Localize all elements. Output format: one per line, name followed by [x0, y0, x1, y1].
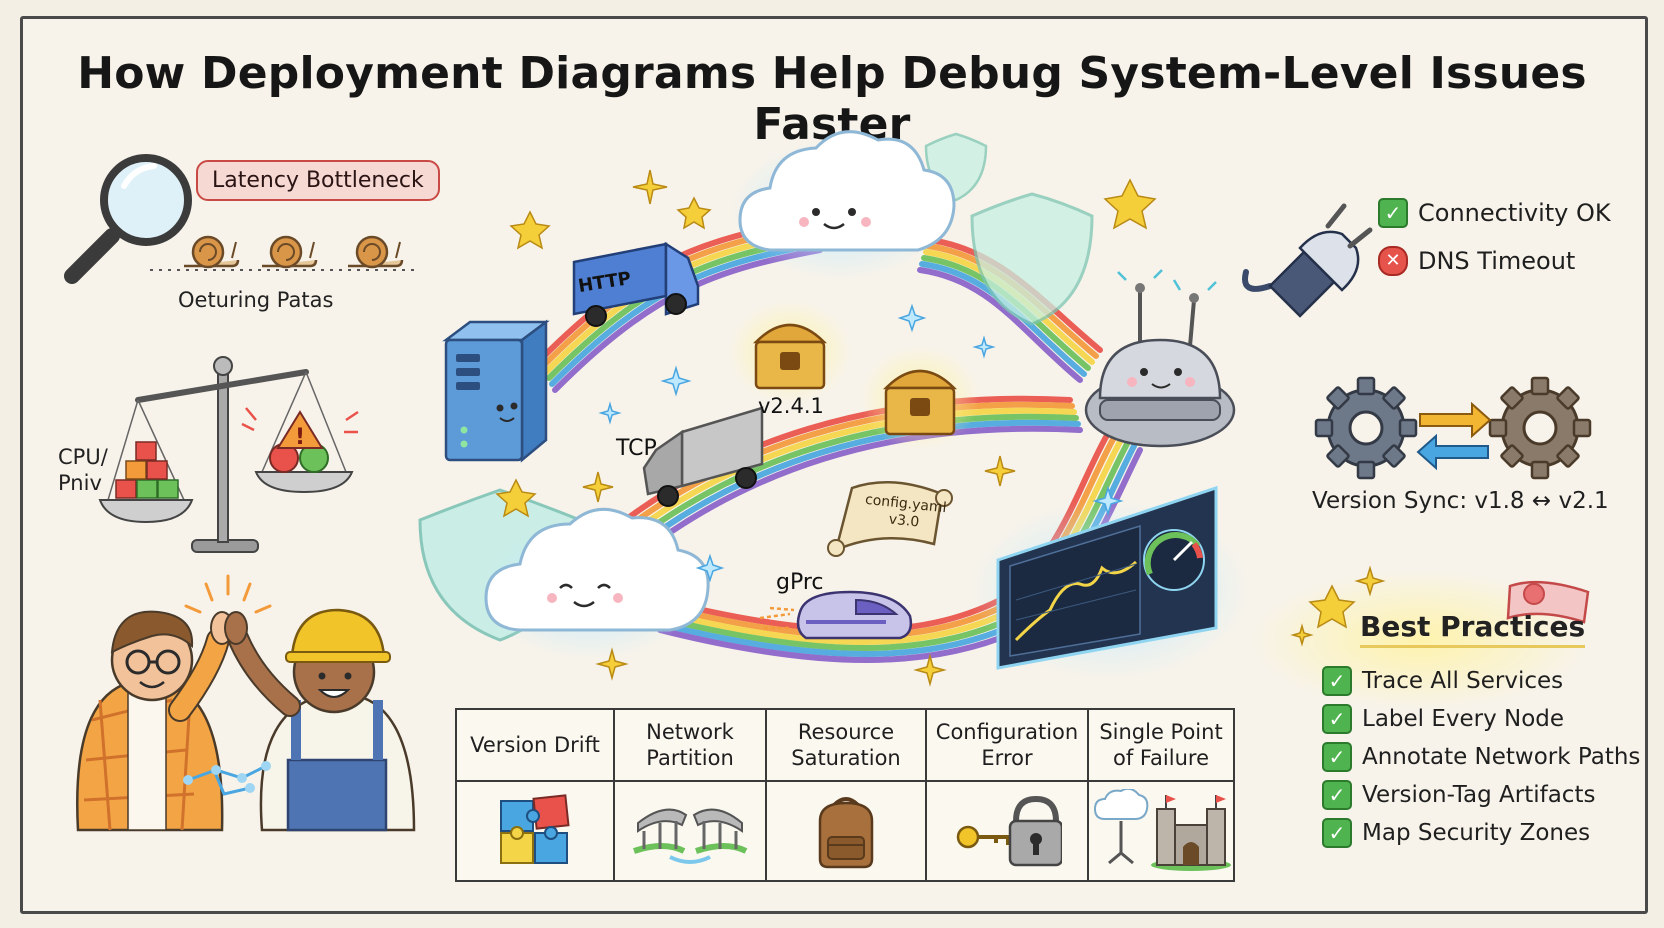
- plug-icon: [1242, 203, 1373, 318]
- server-node: [442, 319, 550, 463]
- sparkle-decorations: [598, 303, 1124, 583]
- header-text: Resource Saturation: [791, 720, 901, 770]
- puzzle-icon: [500, 794, 570, 864]
- treasure-chest-icon: [860, 346, 980, 450]
- list-item-text: Trace All Services: [1362, 668, 1564, 694]
- header-version-drift: Version Drift: [455, 708, 615, 782]
- header-network-partition: Network Partition: [613, 708, 767, 782]
- sparkle-decorations: [495, 169, 1157, 687]
- list-item: ✓ Map Security Zones: [1322, 814, 1640, 852]
- table-header-row: Version Drift Network Partition Resource…: [455, 708, 1235, 782]
- cpu-label: CPU/ Pniv: [58, 445, 108, 495]
- header-text: Network Partition: [646, 720, 734, 770]
- connectivity-ok-text: Connectivity OK: [1418, 199, 1611, 227]
- svg-text:!: !: [295, 425, 305, 450]
- sync-arrows-icon: [1416, 401, 1492, 471]
- cell-single-point-of-failure: [1087, 780, 1235, 882]
- error-x-icon: ✕: [1378, 246, 1408, 276]
- cloud-node-top: [730, 130, 956, 280]
- check-icon: ✓: [1322, 666, 1352, 696]
- version-label: v2.4.1: [758, 394, 824, 418]
- check-icon: ✓: [1322, 742, 1352, 772]
- header-text: Version Drift: [470, 733, 600, 757]
- header-configuration-error: Configuration Error: [925, 708, 1089, 782]
- latency-bottleneck-bubble: Latency Bottleneck: [196, 160, 440, 201]
- list-item-text: Label Every Node: [1362, 706, 1565, 732]
- table-row: [455, 780, 1235, 882]
- backpack-icon: [818, 797, 874, 869]
- rainbow-path-middle: [597, 395, 1083, 573]
- config-scroll-icon: [827, 480, 953, 557]
- list-item: ✓ Label Every Node: [1322, 700, 1640, 738]
- dns-timeout-text: DNS Timeout: [1418, 247, 1576, 275]
- gear-icon: [1488, 376, 1592, 480]
- cloud-castle-icon: [1093, 789, 1231, 871]
- cell-resource-saturation: [765, 780, 927, 882]
- list-item-text: Version-Tag Artifacts: [1362, 782, 1596, 808]
- check-icon: ✓: [1322, 780, 1352, 810]
- list-item: ✓ Trace All Services: [1322, 662, 1640, 700]
- cell-version-drift: [455, 780, 615, 882]
- best-practices-title: Best Practices: [1360, 610, 1586, 648]
- grpc-train-icon: [759, 590, 913, 640]
- security-shield-icon: [970, 192, 1094, 326]
- team-high-five-illustration: [76, 574, 416, 832]
- check-icon: ✓: [1378, 198, 1408, 228]
- http-truck-icon: [572, 241, 700, 327]
- cell-network-partition: [613, 780, 767, 882]
- dns-status: ✕ DNS Timeout: [1378, 246, 1575, 276]
- check-icon: ✓: [1322, 704, 1352, 734]
- connectivity-status: ✓ Connectivity OK: [1378, 198, 1611, 228]
- monitoring-dashboard-icon: [970, 485, 1250, 680]
- check-icon: ✓: [1322, 818, 1352, 848]
- balance-scale-icon: !: [98, 356, 359, 553]
- snail-icon: [150, 235, 420, 271]
- list-item-text: Map Security Zones: [1362, 820, 1591, 846]
- header-single-point-of-failure: Single Point of Failure: [1087, 708, 1235, 782]
- caption-text: Oeturing Patas: [178, 288, 334, 312]
- best-practices-list: ✓ Trace All Services ✓ Label Every Node ✓ A…: [1322, 662, 1640, 852]
- header-text: Configuration Error: [935, 720, 1079, 770]
- issues-table: Version Drift Network Partition Resource…: [455, 708, 1235, 882]
- cloud-node-bottom: [480, 507, 710, 660]
- lock-and-key-icon: [956, 795, 1062, 867]
- version-sync-text: Version Sync: v1.8 ↔ v2.1: [1312, 488, 1609, 514]
- header-resource-saturation: Resource Saturation: [765, 708, 927, 782]
- tcp-label: TCP: [616, 436, 657, 461]
- header-text: Single Point of Failure: [1099, 720, 1223, 770]
- tcp-truck-icon: [642, 406, 764, 507]
- router-robot-node: [1084, 269, 1236, 448]
- magnifier-icon: [64, 154, 192, 284]
- list-item: ✓ Annotate Network Paths: [1322, 738, 1640, 776]
- stamp-seal-icon: [1506, 580, 1590, 624]
- gear-icon: [1314, 376, 1418, 480]
- list-item: ✓ Version-Tag Artifacts: [1322, 776, 1640, 814]
- cell-configuration-error: [925, 780, 1089, 882]
- grpc-label: gPrc: [776, 570, 824, 595]
- treasure-chest-icon: [728, 300, 852, 404]
- broken-bridge-icon: [633, 808, 748, 864]
- list-item-text: Annotate Network Paths: [1362, 744, 1641, 770]
